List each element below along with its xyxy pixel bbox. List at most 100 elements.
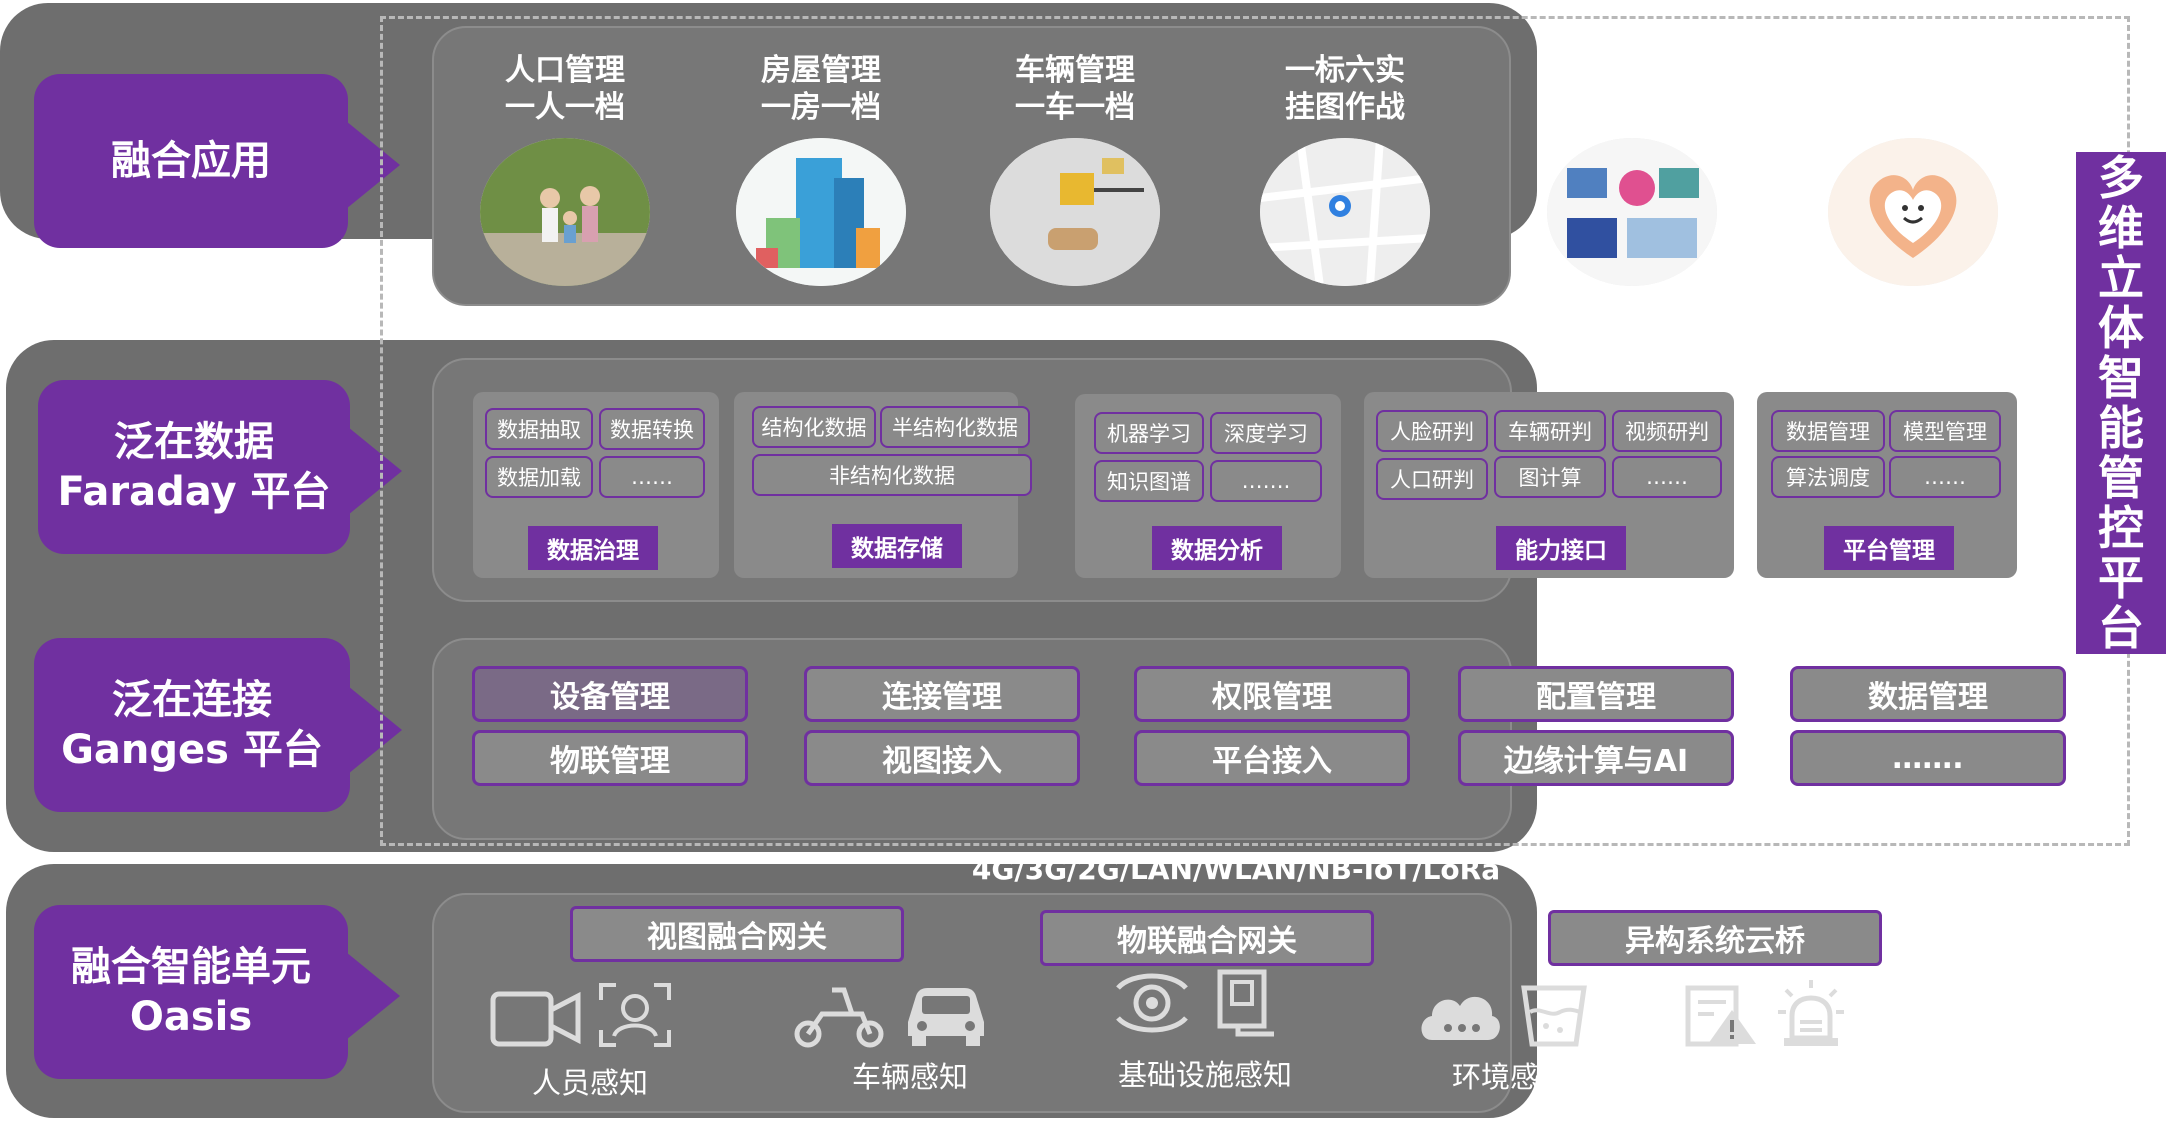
oasis-label-line1: 融合智能单元: [71, 944, 311, 990]
ganges-item[interactable]: 平台接入: [1134, 730, 1410, 786]
faraday-label-line1: 泛在数据: [114, 419, 274, 465]
ganges-item[interactable]: 连接管理: [804, 666, 1080, 722]
ganges-item[interactable]: 物联管理: [472, 730, 748, 786]
sensing-label: 车辆感知: [851, 1060, 968, 1094]
pill-item[interactable]: 数据转换: [599, 408, 705, 450]
pill-item[interactable]: 知识图谱: [1094, 460, 1204, 502]
ganges-item[interactable]: 数据管理: [1790, 666, 2066, 722]
pill-item[interactable]: 模型管理: [1889, 410, 2001, 452]
app-item[interactable]: 车辆管理 一车一档: [950, 52, 1200, 286]
pill-item[interactable]: 视频研判: [1612, 410, 1722, 452]
ganges-item[interactable]: 设备管理: [472, 666, 748, 722]
ganges-item[interactable]: …….: [1790, 730, 2066, 786]
app-title: 房屋管理 一房一档: [761, 53, 881, 125]
gateway-item[interactable]: 异构系统云桥: [1548, 910, 1882, 966]
app-item[interactable]: 房屋管理 一房一档: [696, 52, 946, 286]
pill-item[interactable]: 人口研判: [1376, 458, 1488, 500]
ganges-label-line1: 泛在连接: [112, 677, 272, 723]
map-photo-icon: [1260, 138, 1430, 286]
device-meter-icon: [1216, 968, 1278, 1042]
pill-item[interactable]: 深度学习: [1210, 412, 1322, 454]
camera-icon: [490, 986, 582, 1054]
gateway-item[interactable]: 物联融合网关: [1040, 910, 1374, 966]
side-label-char: 平: [2098, 551, 2144, 605]
side-label-char: 体: [2098, 301, 2144, 355]
dashboard-photo-icon: [1547, 138, 1717, 286]
alarm-light-icon: [1776, 978, 1846, 1054]
pill-item[interactable]: 数据抽取: [485, 408, 593, 450]
app-item[interactable]: 态势研判 智能预警: [1507, 52, 1757, 286]
fusion-app-label-text: 融合应用: [111, 138, 271, 184]
side-label-char: 控: [2098, 501, 2144, 555]
pill-item[interactable]: 机器学习: [1094, 412, 1204, 454]
faraday-label-line2: Faraday 平台: [57, 469, 331, 515]
oasis-label: 融合智能单元 Oasis: [34, 905, 348, 1079]
pill-item[interactable]: 算法调度: [1771, 456, 1885, 498]
pill-item[interactable]: 非结构化数据: [752, 454, 1032, 496]
sensing-label: 基础设施感知: [1117, 1058, 1292, 1092]
ganges-label: 泛在连接 Ganges 平台: [34, 638, 350, 812]
side-label: 多维立体智能管控平台: [2076, 152, 2166, 654]
scooter-icon: [792, 984, 886, 1054]
app-item[interactable]: 人口管理 一人一档: [440, 52, 690, 286]
side-label-char: 台: [2098, 601, 2144, 655]
app-item[interactable]: 分流协同 服务群众: [1788, 52, 2038, 286]
sensing-label: 治安警情感知: [1683, 1060, 1858, 1094]
ganges-label-line2: Ganges 平台: [61, 727, 323, 773]
pill-item[interactable]: 人脸研判: [1376, 410, 1488, 452]
pill-item[interactable]: ……: [1889, 456, 2001, 498]
sensing-label: 人员感知: [531, 1066, 648, 1100]
alert-report-icon: [1684, 984, 1760, 1052]
pill-item[interactable]: 车辆研判: [1494, 410, 1606, 452]
network-label: 4G/3G/2G/LAN/WLAN/NB-IoT/LoRa: [971, 853, 1501, 886]
side-label-char: 能: [2098, 401, 2144, 455]
heart-hands-photo-icon: [1828, 138, 1998, 286]
pill-item[interactable]: 结构化数据: [752, 406, 876, 448]
side-label-char: 维: [2098, 201, 2144, 255]
car-icon: [902, 982, 990, 1052]
ganges-item[interactable]: 配置管理: [1458, 666, 1734, 722]
fusion-app-arrow: [346, 121, 400, 209]
app-item[interactable]: 一标六实 挂图作战: [1220, 52, 1470, 286]
panel-title: 平台管理: [1824, 526, 1954, 570]
sensing-label: …….: [1946, 1026, 2024, 1064]
app-title: 态势研判 智能预警: [1572, 53, 1692, 125]
fusion-app-label: 融合应用: [34, 74, 348, 248]
app-title: 一标六实 挂图作战: [1285, 53, 1405, 125]
ganges-item[interactable]: 视图接入: [804, 730, 1080, 786]
oasis-label-line2: Oasis: [129, 994, 253, 1040]
ganges-arrow: [348, 686, 402, 774]
sensing-label: 环境感知: [1451, 1060, 1568, 1094]
water-quality-icon: [1520, 982, 1588, 1052]
side-label-char: 管: [2098, 451, 2144, 505]
cloud-weather-icon: [1418, 982, 1502, 1050]
pill-item[interactable]: ……: [1612, 456, 1722, 498]
app-title: 人口管理 一人一档: [505, 53, 625, 125]
gateway-item[interactable]: 视图融合网关: [570, 906, 904, 962]
ganges-item[interactable]: 权限管理: [1134, 666, 1410, 722]
side-label-char: 立: [2098, 251, 2144, 305]
pill-item[interactable]: 数据加载: [485, 456, 593, 498]
panel-title: 能力接口: [1496, 526, 1626, 570]
panel-title: 数据分析: [1152, 526, 1282, 570]
faraday-label: 泛在数据 Faraday 平台: [38, 380, 350, 554]
oasis-arrow: [346, 952, 400, 1040]
panel-title: 数据存储: [832, 524, 962, 568]
pill-item[interactable]: ……: [599, 456, 705, 498]
pill-item[interactable]: 数据管理: [1771, 410, 1885, 452]
faraday-arrow: [348, 427, 402, 515]
pill-item[interactable]: …….: [1210, 460, 1322, 502]
eye-monitor-icon: [1112, 968, 1192, 1042]
app-title: 车辆管理 一车一档: [1015, 53, 1135, 125]
panel-title: 数据治理: [528, 526, 658, 570]
side-label-char: 智: [2098, 351, 2144, 405]
app-title: 分流协同 服务群众: [1853, 53, 1973, 125]
building-photo-icon: [736, 138, 906, 286]
ganges-item[interactable]: 边缘计算与AI: [1458, 730, 1734, 786]
face-recognition-icon: [598, 982, 672, 1052]
family-photo-icon: [480, 138, 650, 286]
pill-item[interactable]: 图计算: [1494, 456, 1606, 498]
vehicle-gate-photo-icon: [990, 138, 1160, 286]
side-label-char: 多: [2098, 151, 2144, 205]
pill-item[interactable]: 半结构化数据: [880, 406, 1030, 448]
